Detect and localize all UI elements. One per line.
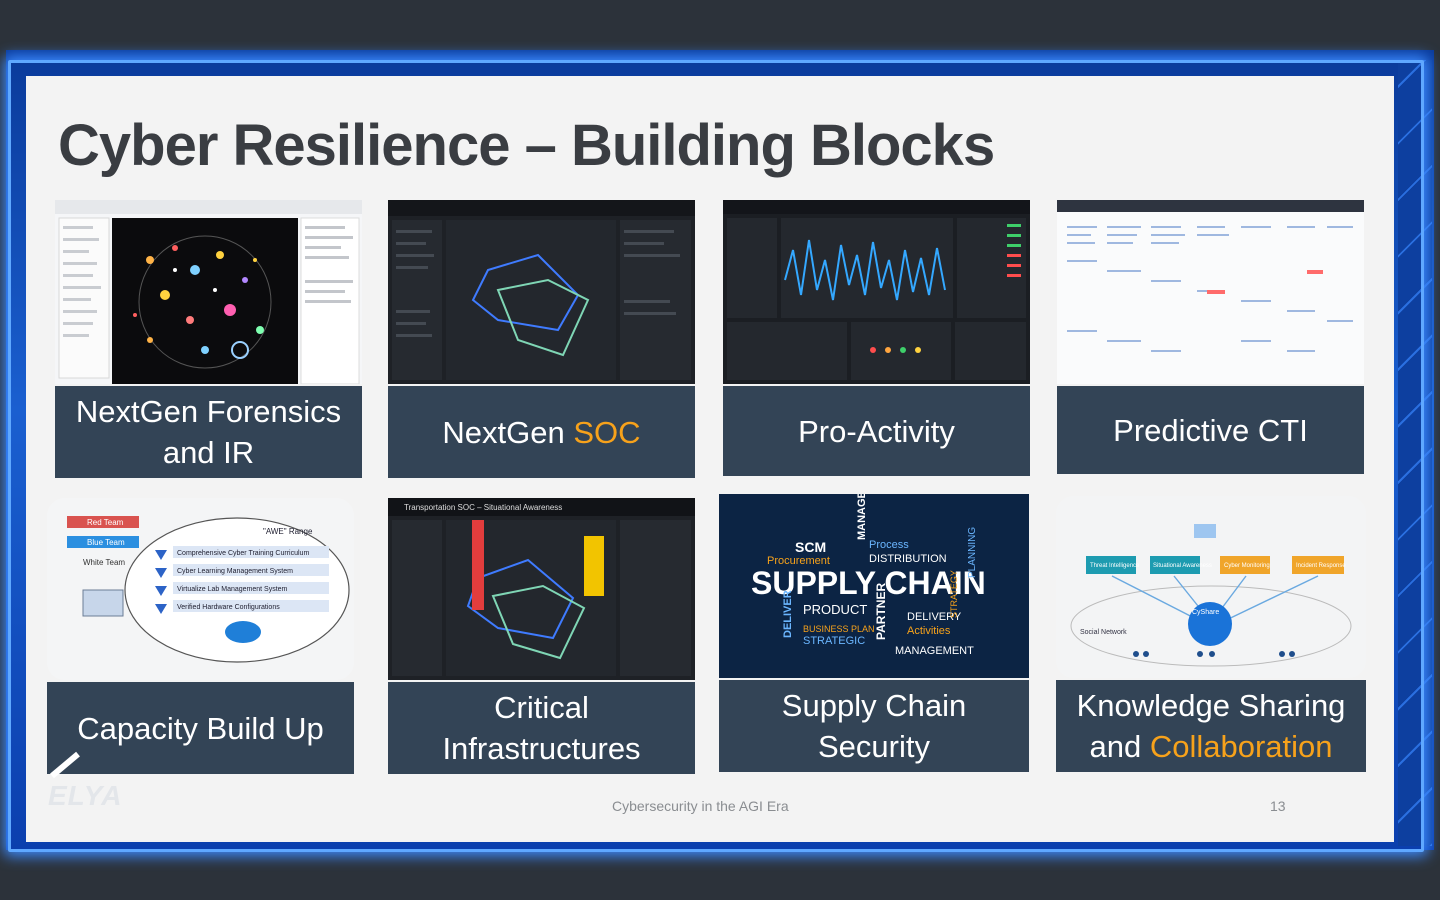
wordcloud-word: STRATEGY <box>949 570 959 618</box>
card-label: Supply Chain Security <box>719 680 1029 772</box>
knowledge-diagram-image: Threat Intelligence Situational Awarenes… <box>1056 496 1366 678</box>
knowledge-box-label: Threat Intelligence <box>1090 563 1140 569</box>
proactivity-chart-image <box>723 200 1030 384</box>
card-label-line: Security <box>818 729 930 764</box>
card-predictive-cti: Predictive CTI <box>1057 200 1364 474</box>
wordcloud-word: Activities <box>907 625 951 637</box>
card-label-text: Pro-Activity <box>798 413 955 449</box>
card-label-line: NextGen Forensics <box>75 394 342 429</box>
team-label: Red Team <box>87 518 124 527</box>
forensics-screenshot <box>55 200 362 384</box>
card-label-part: NextGen <box>442 414 574 450</box>
card-label-text: Predictive CTI <box>1113 412 1308 448</box>
screen-border-glow <box>8 60 1424 852</box>
card-label-text: Capacity Build Up <box>77 710 324 746</box>
knowledge-box-label: Cyber Monitoring <box>1224 563 1270 569</box>
critical-soc-header: Transportation SOC – Situational Awarene… <box>404 503 562 512</box>
card-nextgen-forensics: NextGen Forensics and IR <box>55 200 362 478</box>
wordcloud-word: MANAGE <box>856 494 868 540</box>
wordcloud-word: PARTNER <box>874 583 888 640</box>
card-label-line: Supply Chain <box>781 688 967 723</box>
critical-soc-screenshot: Transportation SOC – Situational Awarene… <box>388 498 695 680</box>
card-label-line: and IR <box>162 435 255 470</box>
card-label: NextGen Forensics and IR <box>55 386 362 478</box>
cti-graph-image <box>1057 200 1364 384</box>
card-label-text: NextGen SOC <box>442 412 640 453</box>
training-item: Verified Hardware Configurations <box>177 604 280 611</box>
card-knowledge-sharing: Threat Intelligence Situational Awarenes… <box>1056 496 1366 772</box>
wordcloud-word: STRATEGIC <box>803 635 865 647</box>
wordcloud-word: BUSINESS PLAN <box>803 624 875 634</box>
card-label-accent: SOC <box>573 414 641 450</box>
supply-chain-wordcloud-image: SCM Procurement Process DISTRIBUTION SUP… <box>719 494 1029 678</box>
wordcloud-word: PLANNING <box>967 527 978 578</box>
wordcloud-word: MANAGEMENT <box>895 645 974 657</box>
card-label: NextGen SOC <box>388 386 695 478</box>
knowledge-box-label: Incident Response <box>1296 563 1346 569</box>
card-label: Pro-Activity <box>723 386 1030 476</box>
card-label: Capacity Build Up <box>47 682 354 774</box>
wordcloud-word: DELIVERY <box>907 611 962 623</box>
cti-screenshot <box>1057 200 1364 384</box>
wordcloud-word: Procurement <box>767 555 830 567</box>
slide-page-number: 13 <box>1270 798 1286 814</box>
knowledge-diagram: Threat Intelligence Situational Awarenes… <box>1056 496 1366 678</box>
wordcloud-title: SUPPLY CHAIN <box>751 565 986 601</box>
card-label-accent: Collaboration <box>1149 729 1333 764</box>
training-item: Comprehensive Cyber Training Curriculum <box>177 550 309 557</box>
card-nextgen-soc: NextGen SOC <box>388 200 695 478</box>
card-label-line: and Collaboration <box>1089 726 1332 767</box>
card-pro-activity: Pro-Activity <box>723 200 1030 476</box>
wordcloud-word: DISTRIBUTION <box>869 553 947 565</box>
video-letterbox-bottom <box>0 850 1440 900</box>
range-label: "AWE" Range <box>263 527 313 536</box>
card-label-line: Critical <box>494 690 589 725</box>
knowledge-hub-label: CyShare <box>1192 609 1219 616</box>
card-label-line: Knowledge Sharing <box>1076 688 1346 723</box>
wordcloud-word: Process <box>869 539 909 551</box>
wordcloud-word: PRODUCT <box>803 602 867 617</box>
video-letterbox-top <box>0 0 1440 50</box>
proactivity-screenshot <box>723 200 1030 384</box>
slide-footer: Cybersecurity in the AGI Era <box>612 798 789 814</box>
card-supply-chain-security: SCM Procurement Process DISTRIBUTION SUP… <box>719 494 1029 772</box>
training-item: Virtualize Lab Management System <box>177 586 288 593</box>
card-label-line: Infrastructures <box>442 731 641 766</box>
card-critical-infrastructures: Transportation SOC – Situational Awarene… <box>388 498 695 774</box>
card-label: Predictive CTI <box>1057 386 1364 474</box>
wordcloud-word: DELIVER <box>782 590 794 638</box>
decorative-side-art <box>1398 60 1432 846</box>
card-capacity-build-up: Red Team Blue Team White Team "AWE" Rang… <box>47 498 354 774</box>
knowledge-social-label: Social Network <box>1080 629 1127 636</box>
knowledge-box-label: Situational Awareness <box>1153 563 1212 569</box>
supply-chain-wordcloud: SCM Procurement Process DISTRIBUTION SUP… <box>719 494 1029 678</box>
soc-radar-image <box>388 200 695 384</box>
training-item: Cyber Learning Management System <box>177 568 293 575</box>
presentation-slide: Cyber Resilience – Building Blocks <box>26 76 1394 842</box>
critical-soc-image: Transportation SOC – Situational Awarene… <box>388 498 695 680</box>
wordcloud-word: SCM <box>795 539 826 555</box>
logo-text: ELYA <box>48 780 123 811</box>
team-label: Blue Team <box>87 538 125 547</box>
slide-title: Cyber Resilience – Building Blocks <box>58 113 995 178</box>
team-label: White Team <box>83 558 125 567</box>
card-label-part: and <box>1089 729 1150 764</box>
training-diagram-image: Red Team Blue Team White Team "AWE" Rang… <box>47 498 354 680</box>
training-diagram: Red Team Blue Team White Team "AWE" Rang… <box>47 498 354 680</box>
company-logo-watermark: ELYA <box>48 766 123 816</box>
forensics-graph-image <box>55 200 362 384</box>
card-label: Knowledge Sharing and Collaboration <box>1056 680 1366 772</box>
card-label: Critical Infrastructures <box>388 682 695 774</box>
soc-screenshot <box>388 200 695 384</box>
